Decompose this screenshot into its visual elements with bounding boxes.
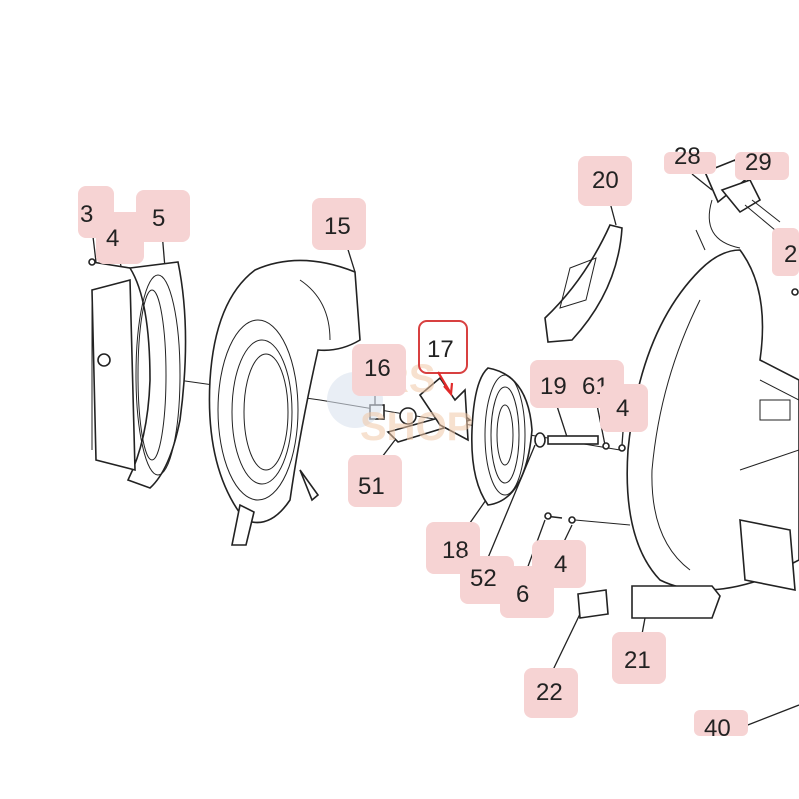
svg-text:29: 29 (745, 149, 772, 176)
callout-29: 29 (735, 149, 789, 180)
part-17-spring (418, 376, 469, 442)
part-5-flange (91, 261, 187, 489)
highlight-arrow (437, 371, 454, 397)
callout-5: 5 (136, 190, 190, 242)
svg-text:3: 3 (80, 201, 93, 228)
svg-text:4: 4 (554, 551, 567, 578)
part-18-fan (471, 367, 533, 506)
rear-housing (626, 249, 799, 591)
callout-21: 21 (612, 632, 666, 684)
part-20-cover (544, 224, 623, 343)
callout-16: 16 (352, 344, 406, 396)
callout-4c: 4 (532, 540, 586, 588)
svg-text:4: 4 (616, 395, 629, 422)
svg-text:21: 21 (624, 647, 651, 674)
svg-text:40: 40 (704, 715, 731, 742)
svg-text:22: 22 (536, 679, 563, 706)
callouts: 3 4 5 15 16 17 51 18 52 19 61 4 6 4 20 2… (78, 143, 799, 742)
callout-15: 15 (312, 198, 366, 250)
svg-text:51: 51 (358, 473, 385, 500)
watermark-text-bottom: SHOP (360, 405, 473, 449)
part-22-tube (577, 589, 609, 619)
part-21-block (631, 585, 721, 619)
svg-text:15: 15 (324, 213, 351, 240)
callout-28: 28 (664, 143, 716, 174)
svg-text:19: 19 (540, 373, 567, 400)
callout-40: 40 (694, 710, 748, 742)
svg-text:52: 52 (470, 565, 497, 592)
callout-20: 20 (578, 156, 632, 206)
svg-text:16: 16 (364, 355, 391, 382)
part-6-4-screws (544, 512, 576, 524)
svg-text:2: 2 (784, 241, 797, 268)
callout-17-highlighted: 17 (418, 320, 468, 374)
screw-3-4 (88, 258, 131, 269)
callout-22: 22 (524, 668, 578, 718)
part-61-4-small (602, 442, 626, 452)
svg-text:6: 6 (516, 581, 529, 608)
callout-4b: 4 (600, 384, 648, 432)
part-15-housing (208, 259, 361, 546)
callout-51: 51 (348, 455, 402, 507)
svg-text:4: 4 (106, 225, 119, 252)
svg-text:17: 17 (427, 336, 454, 363)
callout-2: 2 (772, 228, 799, 276)
part-19-shaft (547, 435, 599, 445)
part-52-washer (534, 432, 546, 448)
callout-4: 4 (96, 212, 144, 264)
svg-text:28: 28 (674, 143, 701, 170)
svg-text:5: 5 (152, 205, 165, 232)
rs-shop-watermark: RS SHOP (327, 357, 473, 449)
svg-text:20: 20 (592, 167, 619, 194)
